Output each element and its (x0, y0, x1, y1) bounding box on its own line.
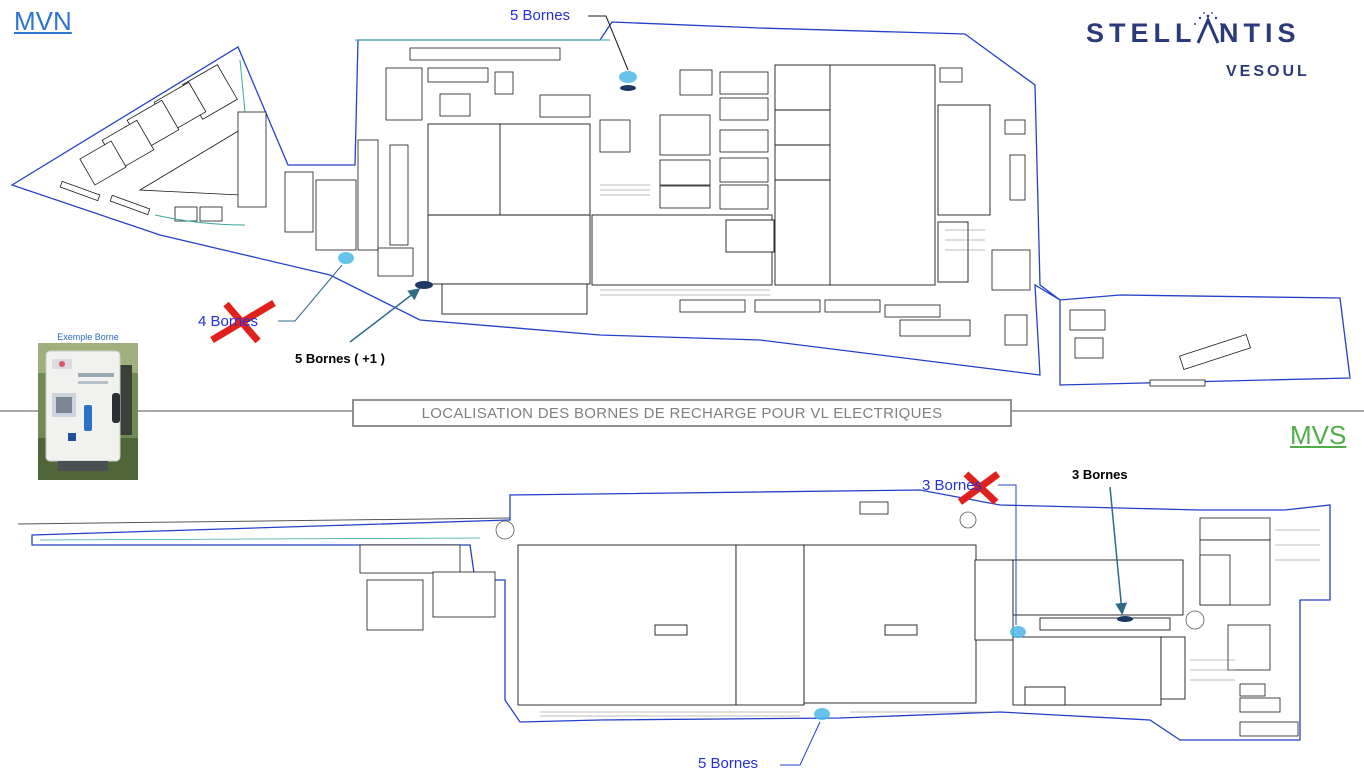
mvs-bottom-charging-marker (814, 708, 830, 720)
building-n20b (1009, 154, 1026, 201)
building-n108 (1149, 379, 1206, 387)
building-v84 (284, 171, 314, 233)
building-v41 (679, 69, 713, 96)
building-v21 (1239, 721, 1299, 737)
callout-mvn-top: 5 Bornes (510, 7, 571, 24)
mvs-west-charging-marker (1010, 626, 1026, 638)
building-n67 (679, 299, 746, 313)
building-n111 (899, 319, 971, 337)
building-n03-small (1004, 314, 1028, 346)
callout-mvs-right: 3 Bornes (1072, 467, 1128, 482)
building-n35 (974, 559, 1014, 641)
building-v1e (1199, 517, 1271, 541)
callout-mvs-removed: 3 Bornes (922, 477, 983, 494)
building-n62 (719, 129, 769, 153)
building-n43 (719, 97, 769, 121)
building-n03c (937, 221, 969, 283)
vesoul-site-name: VESOUL (1226, 63, 1310, 80)
building-vn09 (1012, 559, 1184, 616)
callout-mvn-left-removed: 4 Bornes (198, 313, 259, 330)
stellantis-logo-symbol (1194, 12, 1222, 44)
building-n52-top (359, 544, 461, 574)
building-v115 (377, 247, 414, 277)
mvs-site (17, 471, 1331, 766)
building-v69 (439, 93, 471, 117)
building-v100b (199, 206, 223, 222)
building-n117 (939, 67, 963, 83)
callout-mvn-center: 5 Bornes ( +1 ) (295, 351, 385, 366)
cross-out-icon (957, 471, 1001, 505)
stellantis-logo-wordmark: STELL NTIS VESOUL (1086, 12, 1310, 80)
building-v68 (385, 67, 423, 121)
building-n63 (719, 184, 769, 210)
svg-text:STELL: STELL (1086, 18, 1197, 48)
building-v104 (59, 180, 101, 202)
building-n10-west (517, 544, 737, 706)
building-v67 (409, 47, 561, 61)
building-n65 (539, 94, 591, 118)
building-v10 (859, 501, 889, 515)
cross-out-icon (210, 299, 276, 344)
building-n112 (599, 119, 631, 153)
mvn-left-charging-marker (338, 252, 354, 264)
building-n51 (1074, 337, 1104, 359)
building-v66 (427, 67, 489, 83)
building-v02 (1227, 624, 1271, 671)
building-v43 (719, 71, 769, 95)
building-n11 (803, 544, 977, 704)
building-n6107 (441, 283, 588, 315)
building-n20 (1004, 119, 1026, 135)
building-n74 (1069, 309, 1106, 331)
mvn-section-title: MVN (14, 6, 72, 36)
building-v18 (1199, 554, 1231, 606)
building-v140 (389, 144, 409, 246)
building-n36 (991, 249, 1031, 291)
building-n10 (735, 544, 805, 706)
building-v83 (315, 179, 357, 251)
mvn-top-charging-marker (619, 71, 637, 83)
mvs-section-title: MVS (1290, 420, 1347, 450)
building-v114 (357, 139, 379, 251)
stellantis-logo: STELL NTIS VESOUL (1086, 12, 1310, 80)
building-v102 (109, 194, 151, 216)
building-n61 (719, 157, 769, 183)
building-annex-long (1179, 334, 1251, 370)
building-n52 (432, 571, 496, 618)
building-v20 (1239, 683, 1266, 697)
building-n03b (937, 104, 991, 216)
building-n6000 (427, 123, 591, 285)
building-v79 (79, 140, 127, 186)
building-n65b (659, 114, 711, 156)
building-n82 (366, 579, 424, 631)
building-v100 (237, 111, 267, 208)
building-n4 (884, 304, 941, 318)
callout-mvs-bottom: 5 Bornes (698, 755, 759, 772)
building-n03 (774, 64, 936, 286)
map-banner-title: LOCALISATION DES BORNES DE RECHARGE POUR… (352, 399, 1012, 427)
building-n5c (824, 299, 881, 313)
charging-station-photo (38, 343, 138, 480)
building-n60 (659, 185, 711, 209)
building-v101 (174, 206, 198, 222)
mvn-site (10, 15, 1351, 387)
building-v65 (494, 71, 514, 95)
svg-text:NTIS: NTIS (1219, 18, 1301, 48)
mvn-center-charging-marker (415, 281, 433, 289)
building-n64 (659, 159, 711, 186)
building-n06 (754, 299, 821, 313)
mvn-top-charging-marker-dark (620, 85, 636, 91)
example-borne-label: Exemple Borne (57, 332, 119, 342)
building-n43b (725, 219, 775, 253)
mvs-east-charging-marker (1117, 616, 1133, 622)
building-v03 (1239, 697, 1281, 713)
building-n08 (1024, 686, 1066, 706)
